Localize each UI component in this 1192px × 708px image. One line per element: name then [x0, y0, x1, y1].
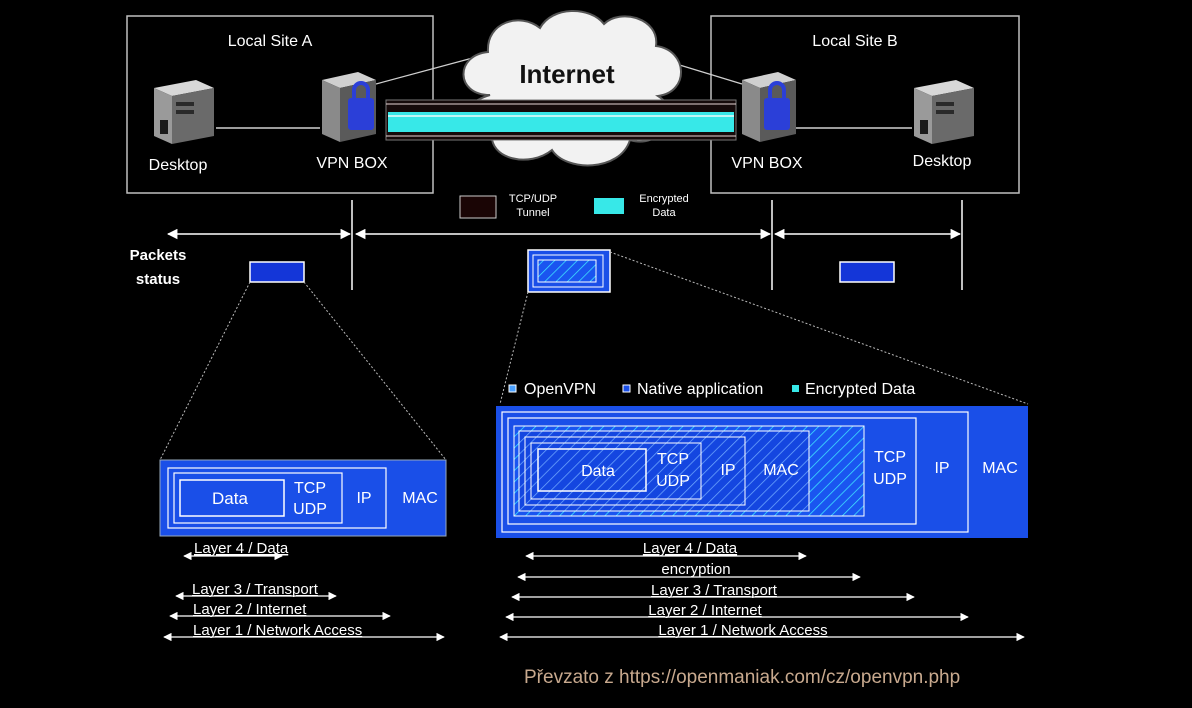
desktop-a-label: Desktop — [149, 157, 208, 174]
packet-legend: OpenVPN Native application Encrypted Dat… — [508, 381, 915, 398]
layer-label: Layer 4 / Data — [643, 540, 738, 557]
layer-label: Layer 2 / Internet — [648, 602, 762, 619]
right-tcp-inner-label: TCP — [657, 451, 689, 468]
left-ip-label: IP — [356, 490, 371, 507]
encrypted-legend-swatch — [792, 385, 799, 392]
left-data-label: Data — [212, 489, 248, 508]
vpn-b-label: VPN BOX — [731, 155, 802, 172]
internet-label: Internet — [519, 59, 615, 89]
encrypted-legend-line1: Encrypted — [639, 193, 689, 205]
layer-label: Layer 3 / Transport — [192, 581, 319, 598]
vpn-a-label: VPN BOX — [316, 155, 387, 172]
right-udp-inner-label: UDP — [656, 473, 690, 490]
right-mac-inner-label: MAC — [763, 462, 799, 479]
layer-label: Layer 4 / Data — [194, 540, 289, 557]
left-mac-label: MAC — [402, 490, 438, 507]
desktop-server-icon — [914, 80, 974, 144]
layer-label: Layer 2 / Internet — [193, 601, 307, 618]
left-tcp-label: TCP — [294, 480, 326, 497]
right-tcp-outer-label: TCP — [874, 449, 906, 466]
left-packet-breakdown — [159, 459, 447, 537]
site-b-title: Local Site B — [812, 33, 897, 50]
vpn-server-lock-icon — [322, 72, 376, 142]
openvpn-legend-swatch — [508, 384, 517, 393]
left-layer-arrows: Layer 4 / Data Layer 3 / Transport Layer… — [163, 540, 445, 642]
tunnel-legend-line2: Tunnel — [516, 207, 549, 219]
vpn-tunnel — [385, 99, 737, 141]
plain-packet-icon — [249, 261, 305, 283]
native-legend-swatch — [622, 384, 631, 393]
right-ip-outer-label: IP — [934, 460, 949, 477]
layer-label: Layer 3 / Transport — [651, 582, 778, 599]
vpn-server-lock-icon — [742, 72, 796, 142]
openvpn-legend-label: OpenVPN — [524, 381, 596, 398]
layer-label: encryption — [661, 561, 730, 578]
source-credit: Převzato z https://openmaniak.com/cz/ope… — [524, 667, 961, 688]
site-a-title: Local Site A — [228, 33, 313, 50]
right-layer-arrows: Layer 4 / Data encryption Layer 3 / Tran… — [499, 540, 1025, 642]
encrypted-packet-icon — [527, 249, 611, 293]
right-packet-breakdown — [496, 406, 1028, 538]
plain-packet-icon — [839, 261, 895, 283]
right-udp-outer-label: UDP — [873, 471, 907, 488]
tunnel-legend-line1: TCP/UDP — [509, 193, 557, 205]
right-ip-inner-label: IP — [720, 462, 735, 479]
native-legend-label: Native application — [637, 381, 763, 398]
layer-label: Layer 1 / Network Access — [193, 622, 362, 639]
desktop-b-label: Desktop — [913, 153, 972, 170]
right-data-label: Data — [581, 463, 615, 480]
encrypted-legend-line2: Data — [652, 207, 676, 219]
tunnel-swatch — [459, 195, 497, 219]
encrypted-legend-label: Encrypted Data — [805, 381, 915, 398]
packets-status-line2: status — [136, 271, 180, 288]
desktop-server-icon — [154, 80, 214, 144]
tunnel-legend: TCP/UDP Tunnel Encrypted Data — [459, 193, 689, 219]
left-udp-label: UDP — [293, 501, 327, 518]
layer-label: Layer 1 / Network Access — [658, 622, 827, 639]
packets-status-line1: Packets — [130, 247, 187, 264]
encrypted-swatch — [594, 198, 624, 214]
right-mac-outer-label: MAC — [982, 460, 1018, 477]
